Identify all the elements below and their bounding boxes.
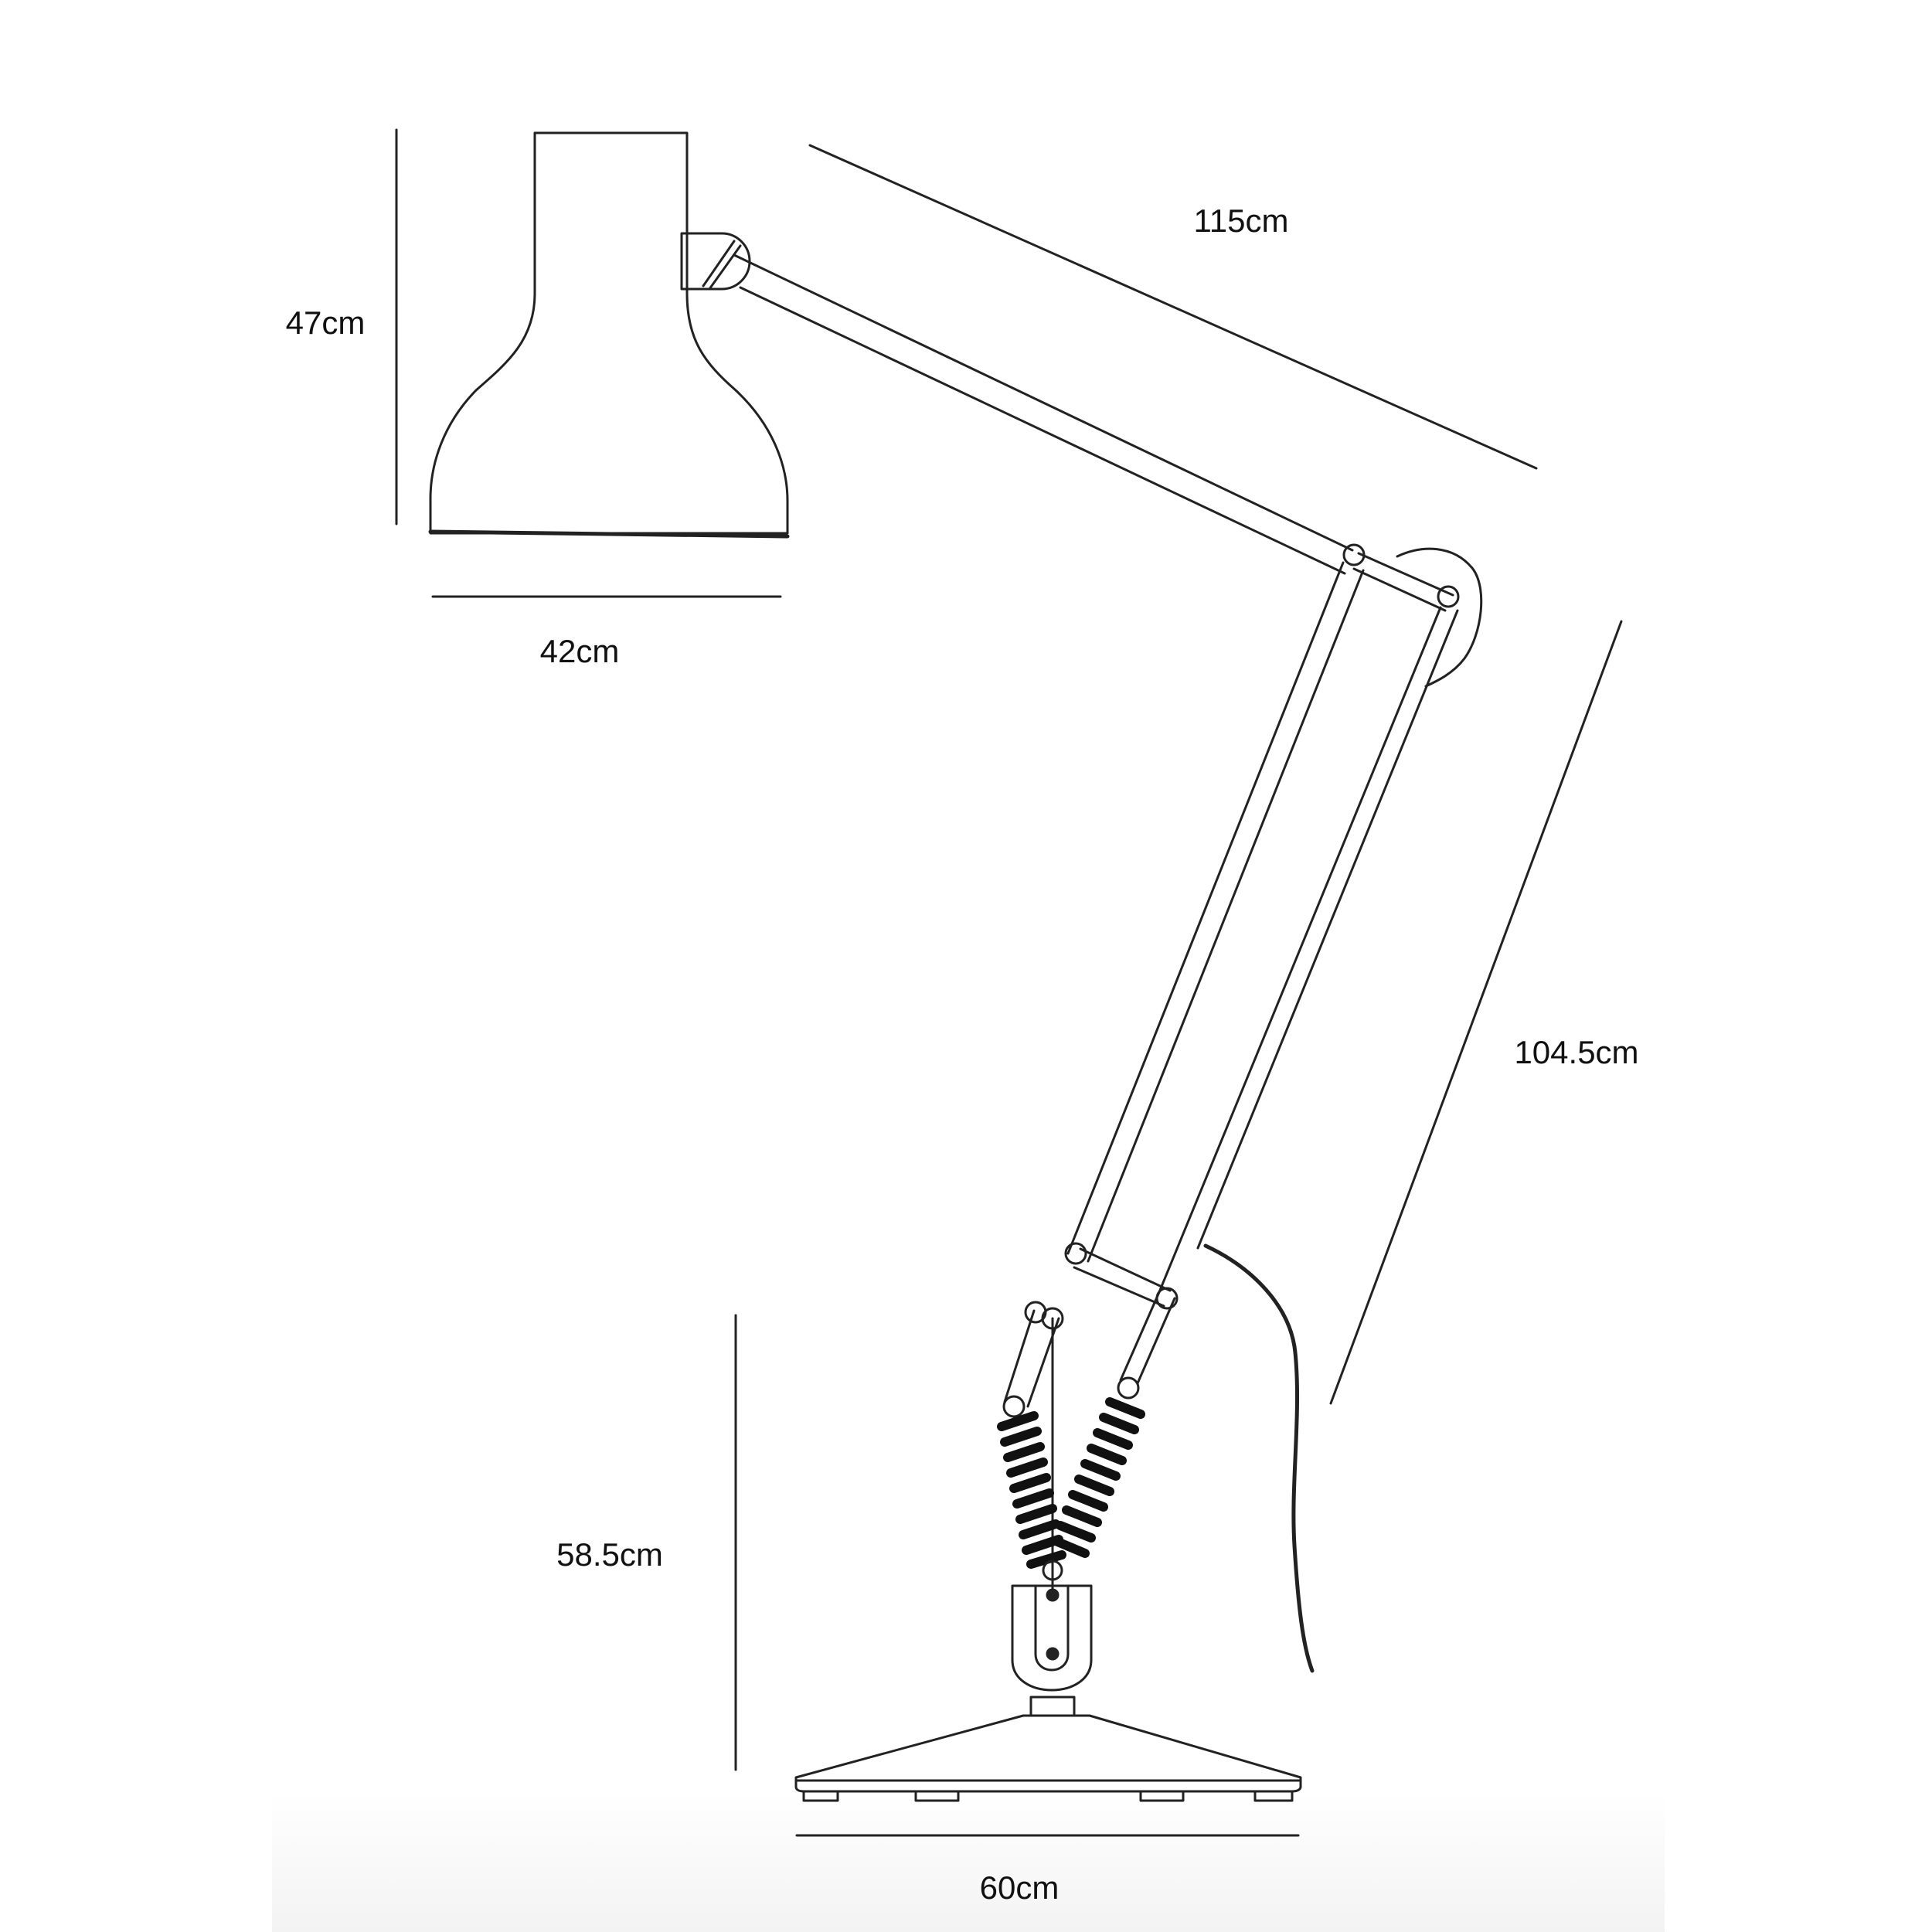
base-foot-3 <box>1139 1790 1185 1802</box>
label-lower-arm-length: 104.5cm <box>1514 1034 1639 1070</box>
elbow-joint-left <box>1342 543 1366 566</box>
cross-brace-top <box>1079 1247 1172 1292</box>
brace-joint-left <box>1064 1242 1087 1265</box>
label-shade-width: 42cm <box>539 633 620 669</box>
spring-joint-center-top <box>1041 1307 1064 1330</box>
spring-joint-left-bottom <box>1002 1395 1026 1418</box>
lower-arm-left-outer <box>1066 561 1345 1255</box>
label-upper-arm-length: 115cm <box>1193 202 1289 239</box>
label-shade-height: 47cm <box>285 304 366 341</box>
power-cord <box>1203 1243 1315 1673</box>
counterweight <box>1396 547 1483 688</box>
lower-arm-right-inner <box>1196 609 1459 1250</box>
elbow-link-bottom <box>1352 567 1447 612</box>
yoke-screw-bottom <box>1046 1647 1060 1661</box>
base-yoke-slot <box>1034 1584 1070 1672</box>
spring-joint-right-bottom <box>1117 1376 1140 1400</box>
elbow-joint-right <box>1437 585 1460 608</box>
spring-left <box>997 1411 1066 1569</box>
lamp-shade-rim <box>428 529 790 539</box>
base-yoke <box>1011 1584 1093 1692</box>
label-base-height: 58.5cm <box>556 1536 663 1573</box>
dimension-line-lower-arm <box>1329 620 1623 1405</box>
spring-link-right-a <box>1119 1291 1161 1382</box>
base-foot-2 <box>914 1790 960 1802</box>
elbow-link-top <box>1357 552 1454 597</box>
spring-link-left-a <box>1003 1309 1036 1403</box>
yoke-screw-top <box>1046 1588 1060 1602</box>
background-fade <box>272 1793 1665 1932</box>
spring-right <box>1051 1397 1145 1558</box>
lower-arm-left-inner <box>1087 569 1365 1263</box>
lamp-shade <box>429 131 789 535</box>
yoke-pivot-top <box>1042 1560 1063 1581</box>
cross-brace-bottom <box>1073 1266 1165 1308</box>
label-base-width: 60cm <box>979 1869 1060 1906</box>
base-foot-4 <box>1253 1790 1294 1802</box>
spring-link-left-b <box>1026 1317 1060 1408</box>
base-stem <box>1029 1696 1076 1717</box>
head-joint-slot-b <box>708 244 742 291</box>
lower-arm-right-outer <box>1158 606 1442 1294</box>
head-joint-slot-a <box>702 240 736 287</box>
upper-arm-bottom-edge <box>739 286 1346 575</box>
upper-arm-top-edge <box>733 253 1354 552</box>
base-foot-1 <box>802 1790 839 1802</box>
dimension-line-upper-arm <box>808 144 1538 470</box>
spring-link-right-b <box>1136 1297 1176 1385</box>
